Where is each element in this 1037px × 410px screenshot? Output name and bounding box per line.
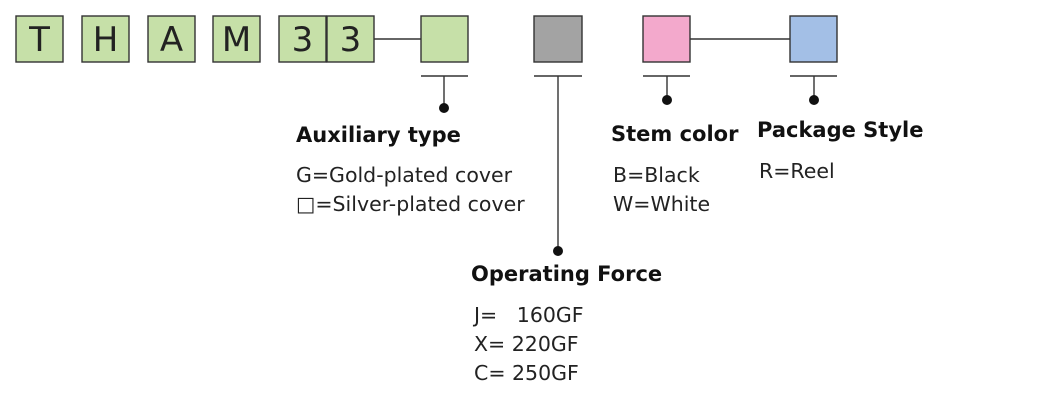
code-char: 3 [340, 20, 362, 60]
package-style-heading: Package Style [757, 118, 924, 142]
stem-color-options: B=Black W=White [613, 161, 710, 219]
operating-force-box [533, 15, 583, 63]
code-char: H [93, 20, 119, 60]
auxiliary-leader [421, 75, 468, 113]
package-style-box [789, 15, 838, 63]
force-option: X= 220GF [474, 332, 579, 356]
stem-color-leader [643, 75, 690, 105]
stem-color-box [642, 15, 691, 63]
operating-force-leader [534, 75, 582, 256]
auxiliary-type-options: G=Gold-plated cover □=Silver-plated cove… [296, 161, 525, 219]
code-char: T [28, 20, 50, 60]
package-style-options: R=Reel [759, 157, 835, 186]
package-option: R=Reel [759, 159, 835, 183]
operating-force-options: J= 160GF X= 220GF C= 250GF [474, 301, 584, 388]
package-style-leader [790, 75, 837, 105]
code-char: A [160, 20, 183, 60]
code-box [15, 15, 64, 63]
auxiliary-option: □=Silver-plated cover [296, 192, 525, 216]
code-box [147, 15, 196, 63]
code-char: 3 [292, 20, 314, 60]
stem-option: B=Black [613, 163, 700, 187]
code-box [278, 15, 327, 63]
auxiliary-option: G=Gold-plated cover [296, 163, 513, 187]
force-option: C= 250GF [474, 361, 579, 385]
stem-color-heading: Stem color [611, 122, 739, 146]
auxiliary-type-box [420, 15, 469, 63]
stem-option: W=White [613, 192, 711, 216]
code-box [326, 15, 375, 63]
code-char: M [222, 20, 251, 60]
force-option: J= 160GF [474, 303, 584, 327]
operating-force-heading: Operating Force [471, 262, 663, 286]
auxiliary-type-heading: Auxiliary type [296, 123, 461, 147]
code-box [81, 15, 130, 63]
code-box [212, 15, 261, 63]
